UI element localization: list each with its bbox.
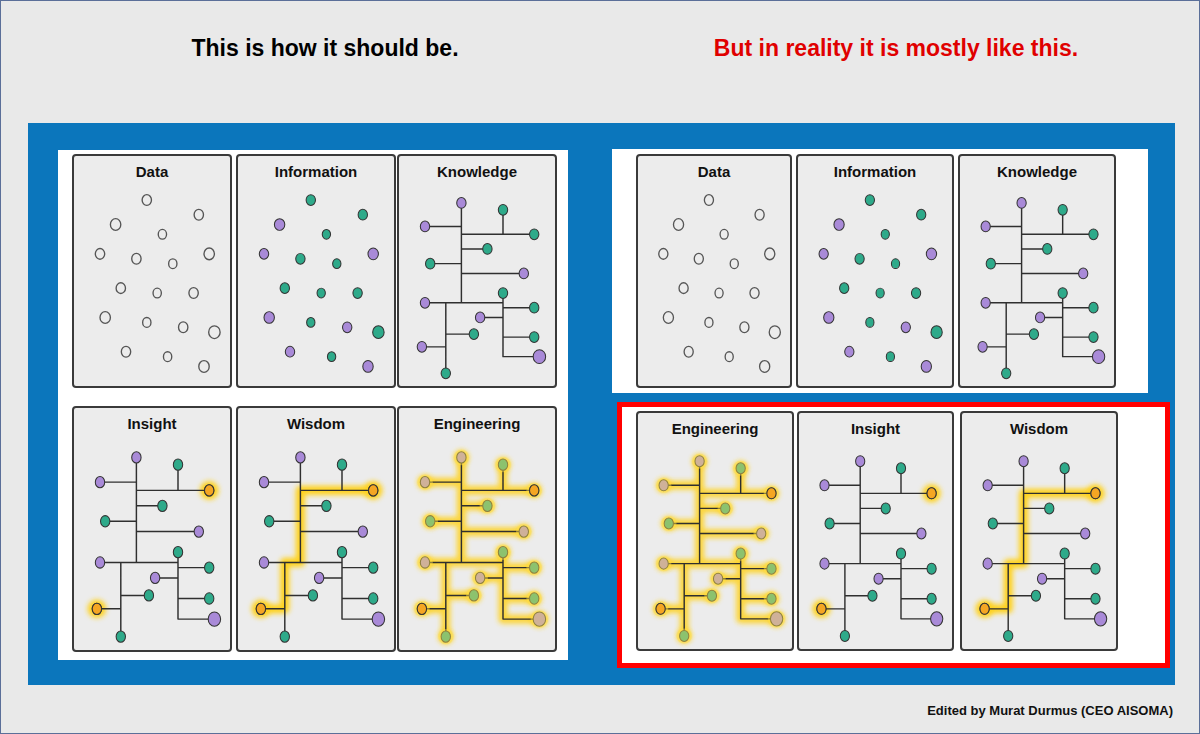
dot-network (819, 195, 942, 373)
panel-illustration (74, 408, 230, 650)
panel-title: Insight (74, 408, 230, 432)
credit-text: Edited by Murat Durmus (CEO AISOMA) (700, 703, 1173, 718)
dot-network (414, 450, 548, 645)
panel-box: Information (236, 154, 396, 388)
panel-box: Wisdom (960, 411, 1118, 651)
panel-box: Wisdom (236, 406, 396, 652)
heading-text: This is how it should be. (120, 35, 530, 62)
red-highlight-box (620, 405, 1168, 666)
panel-box: Data (636, 154, 792, 388)
dot-network (252, 452, 385, 643)
panel-illustration (74, 156, 230, 386)
dot-network (812, 456, 943, 642)
panel-title: Knowledge (960, 156, 1114, 180)
heading-text: But in reality it is mostly like this. (616, 35, 1176, 62)
panel-title: Insight (799, 413, 952, 437)
panel-title: Engineering (638, 413, 792, 437)
panel-title: Data (74, 156, 230, 180)
panel-illustration (638, 156, 790, 386)
dot-network (95, 195, 220, 373)
dot-network (978, 198, 1105, 379)
panel-box: Knowledge (397, 154, 557, 388)
dot-network (659, 195, 781, 373)
panel-title: Knowledge (399, 156, 555, 180)
panel-title: Wisdom (238, 408, 394, 432)
dot-network (88, 452, 221, 643)
panel-illustration (238, 156, 394, 386)
blue-panel (28, 123, 1175, 685)
panel-title: Engineering (399, 408, 555, 432)
panel-box: Data (72, 154, 232, 388)
panel-illustration (799, 413, 952, 649)
panel-illustration (399, 156, 555, 386)
panel-illustration (798, 156, 952, 386)
left-white-panel (58, 150, 568, 660)
panel-box: Insight (797, 411, 954, 651)
panel-box: Engineering (636, 411, 794, 651)
panel-box: Insight (72, 406, 232, 652)
panel-box: Knowledge (958, 154, 1116, 388)
dot-network (653, 454, 785, 644)
panel-illustration (399, 408, 555, 650)
panel-illustration (238, 408, 394, 650)
panel-illustration (638, 413, 792, 649)
dot-network (259, 195, 384, 373)
right-white-panel (612, 149, 1148, 393)
panel-illustration (962, 413, 1116, 649)
panel-box: Information (796, 154, 954, 388)
panel-title: Information (238, 156, 394, 180)
panel-title: Wisdom (962, 413, 1116, 437)
dot-network (975, 456, 1106, 642)
panel-title: Information (798, 156, 952, 180)
panel-title: Data (638, 156, 790, 180)
panel-illustration (960, 156, 1114, 386)
panel-box: Engineering (397, 406, 557, 652)
dot-network (417, 198, 545, 379)
